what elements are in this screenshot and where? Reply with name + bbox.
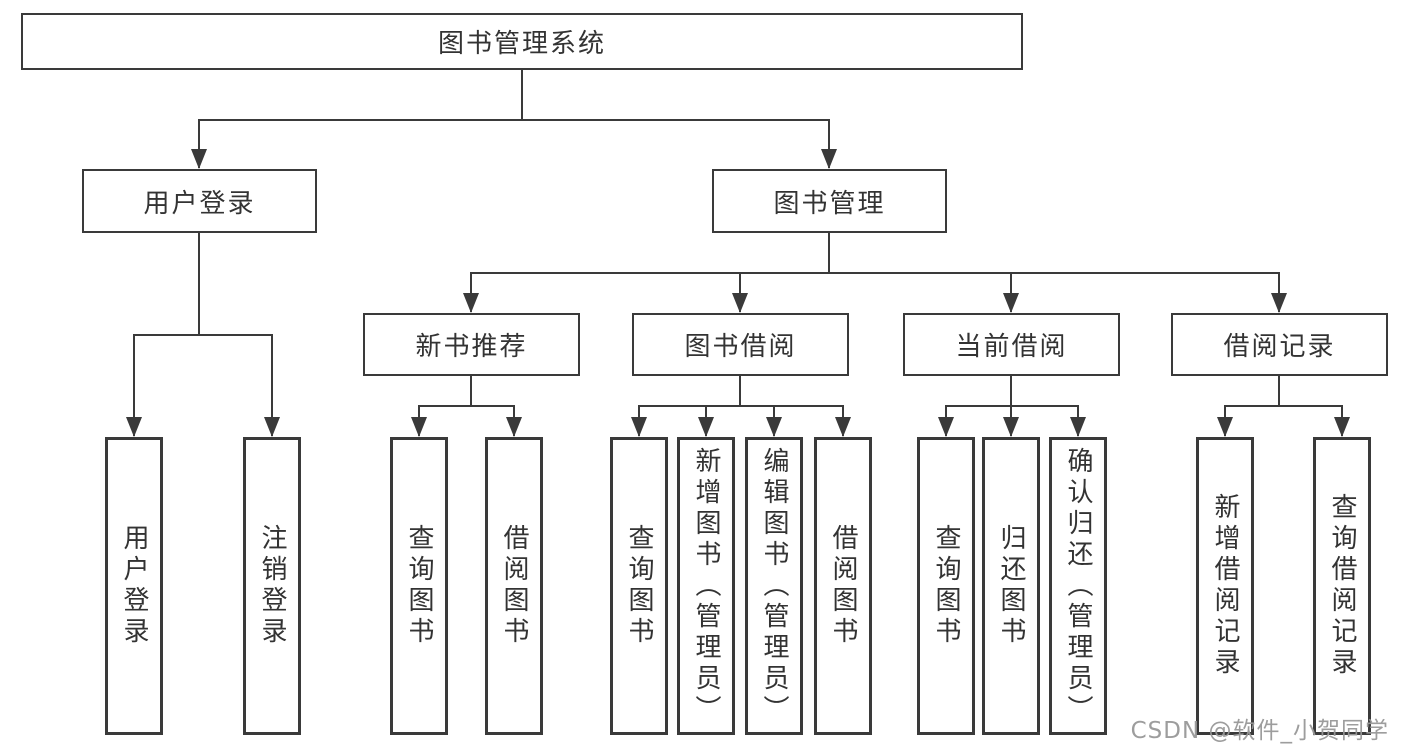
- leaf-query-book-label: 查询图书: [931, 524, 961, 648]
- node-borrow-record-label: 借阅记录: [1223, 332, 1336, 362]
- leaf-edit-book-admin: 编辑图书（管理员）: [745, 437, 803, 735]
- leaf-user-login: 用户登录: [105, 437, 163, 735]
- leaf-add-book-admin-label: 新增图书（管理员）: [691, 446, 721, 726]
- leaf-confirm-return-admin-label: 确认归还（管理员）: [1063, 446, 1093, 726]
- leaf-logout: 注销登录: [243, 437, 301, 735]
- node-user-login-label: 用户登录: [143, 188, 256, 219]
- leaf-borrow-book-label: 借阅图书: [499, 524, 529, 648]
- leaf-query-book-under-current: 查询图书: [917, 437, 975, 735]
- leaf-return-book: 归还图书: [982, 437, 1040, 735]
- node-book-management: 图书管理: [712, 169, 947, 233]
- node-book-borrow-label: 图书借阅: [684, 332, 797, 362]
- node-user-login: 用户登录: [82, 169, 317, 233]
- leaf-query-borrow-record: 查询借阅记录: [1313, 437, 1371, 735]
- node-root-label: 图书管理系统: [437, 29, 606, 59]
- leaf-borrow-book-label: 借阅图书: [828, 524, 858, 648]
- leaf-query-book-under-recommend: 查询图书: [390, 437, 448, 735]
- node-current-borrow-label: 当前借阅: [955, 332, 1068, 362]
- leaf-user-login-label: 用户登录: [119, 524, 149, 648]
- leaf-return-book-label: 归还图书: [996, 524, 1026, 648]
- leaf-query-borrow-record-label: 查询借阅记录: [1327, 493, 1357, 679]
- leaf-add-borrow-record-label: 新增借阅记录: [1210, 493, 1240, 679]
- leaf-borrow-book-under-recommend: 借阅图书: [485, 437, 543, 735]
- leaf-add-borrow-record: 新增借阅记录: [1196, 437, 1254, 735]
- node-current-borrow: 当前借阅: [903, 313, 1120, 376]
- leaf-borrow-book-under-borrow: 借阅图书: [814, 437, 872, 735]
- node-borrow-record: 借阅记录: [1171, 313, 1388, 376]
- csdn-watermark: CSDN @软件_小贺同学: [1130, 718, 1389, 744]
- node-root: 图书管理系统: [21, 13, 1023, 70]
- leaf-confirm-return-admin: 确认归还（管理员）: [1049, 437, 1107, 735]
- leaf-query-book-label: 查询图书: [624, 524, 654, 648]
- leaf-edit-book-admin-label: 编辑图书（管理员）: [759, 446, 789, 726]
- node-new-book-recommend-label: 新书推荐: [415, 332, 528, 362]
- leaf-logout-label: 注销登录: [257, 524, 287, 648]
- leaf-query-book-label: 查询图书: [404, 524, 434, 648]
- node-book-borrow: 图书借阅: [632, 313, 849, 376]
- leaf-query-book-under-borrow: 查询图书: [610, 437, 668, 735]
- node-book-management-label: 图书管理: [773, 188, 886, 219]
- leaf-add-book-admin: 新增图书（管理员）: [677, 437, 735, 735]
- node-new-book-recommend: 新书推荐: [363, 313, 580, 376]
